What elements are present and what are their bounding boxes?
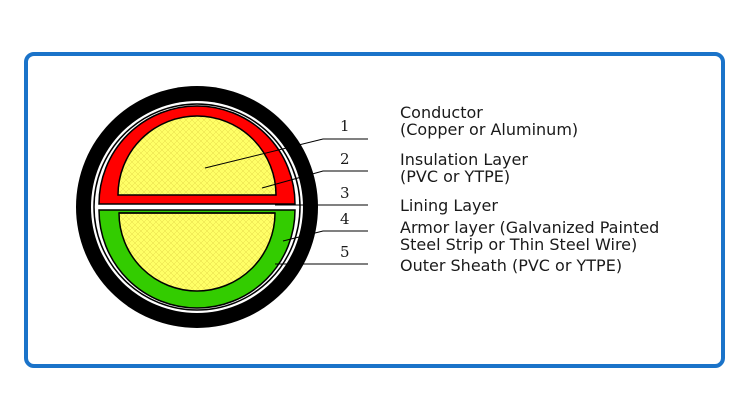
callout-number-5: 5 xyxy=(340,243,350,261)
label-conductor-line-2: (Copper or Aluminum) xyxy=(400,120,579,139)
leader-line-1 xyxy=(204,138,368,169)
label-insulation-line-2: (PVC or YTPE) xyxy=(400,167,511,186)
callout-number-2: 2 xyxy=(340,150,350,168)
label-lining-layer: Lining Layer xyxy=(400,197,498,214)
label-insulation-line-1: Insulation Layer xyxy=(400,150,528,169)
conductor-bottom xyxy=(118,212,276,292)
label-armor-layer: Armor layer (Galvanized Painted Steel St… xyxy=(400,219,659,253)
label-lining-line-1: Lining Layer xyxy=(400,196,498,215)
label-outer-sheath-line-1: Outer Sheath (PVC or YTPE) xyxy=(400,256,623,275)
callout-number-1: 1 xyxy=(340,117,350,135)
label-insulation-layer: Insulation Layer (PVC or YTPE) xyxy=(400,151,528,185)
label-conductor: Conductor (Copper or Aluminum) xyxy=(400,104,578,138)
label-outer-sheath: Outer Sheath (PVC or YTPE) xyxy=(400,257,622,274)
label-armor-line-2: Steel Strip or Thin Steel Wire) xyxy=(400,235,638,254)
callout-number-4: 4 xyxy=(340,210,350,228)
label-conductor-line-1: Conductor xyxy=(400,103,483,122)
leader-line-2 xyxy=(261,170,368,189)
conductor-top xyxy=(117,115,277,196)
label-armor-line-1: Armor layer (Galvanized Painted xyxy=(400,218,660,237)
callout-number-3: 3 xyxy=(340,184,350,202)
leader-line-4 xyxy=(282,230,368,242)
